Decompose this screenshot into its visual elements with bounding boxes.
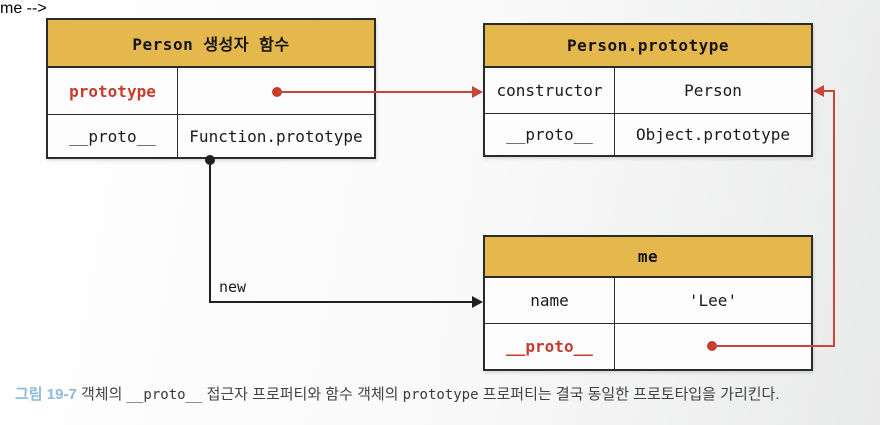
caption-text: 객체의 bbox=[76, 386, 127, 403]
person-constructor-title: Person 생성자 함수 bbox=[48, 20, 374, 68]
pointer-line bbox=[277, 91, 474, 93]
figure-caption: 그림 19-7 객체의 __proto__ 접근자 프로퍼티와 함수 객체의 p… bbox=[15, 383, 875, 404]
constructor-key-cell: constructor bbox=[485, 68, 615, 113]
caption-text: 프로퍼티는 결국 동일한 프로토타입을 가리킨다. bbox=[478, 386, 780, 403]
name-value-cell: 'Lee' bbox=[615, 278, 811, 323]
pointer-line-vertical bbox=[833, 90, 835, 347]
arrowhead-icon bbox=[472, 86, 483, 98]
proto-value-cell: Function.prototype bbox=[178, 115, 374, 157]
person-constructor-table: Person 생성자 함수 prototype __proto__ Functi… bbox=[46, 18, 376, 159]
table-row: __proto__ Function.prototype bbox=[48, 114, 374, 157]
table-row: __proto__ Object.prototype bbox=[485, 113, 811, 155]
person-prototype-table: Person.prototype constructor Person __pr… bbox=[483, 23, 813, 157]
prototype-key-cell: prototype bbox=[48, 68, 178, 114]
table-row: name 'Lee' bbox=[485, 278, 811, 323]
proto-key-cell: __proto__ bbox=[485, 114, 615, 155]
proto-key-cell: __proto__ bbox=[48, 115, 178, 157]
new-operator-label: new bbox=[219, 278, 247, 296]
caption-code-proto: __proto__ bbox=[126, 387, 203, 403]
name-key-cell: name bbox=[485, 278, 615, 323]
figure-number: 그림 19-7 bbox=[15, 386, 77, 403]
caption-text: 접근자 프로퍼티와 함수 객체의 bbox=[202, 386, 403, 403]
me-title: me bbox=[485, 237, 811, 278]
person-prototype-title: Person.prototype bbox=[485, 25, 811, 68]
pointer-line-vertical bbox=[209, 160, 211, 303]
arrowhead-icon bbox=[813, 85, 824, 97]
arrowhead-icon bbox=[472, 296, 483, 308]
proto-key-cell: __proto__ bbox=[485, 324, 615, 369]
pointer-line-horizontal bbox=[209, 301, 473, 303]
constructor-value-cell: Person bbox=[615, 68, 811, 113]
me-instance-table: me name 'Lee' __proto__ bbox=[483, 235, 813, 371]
proto-value-cell: Object.prototype bbox=[615, 114, 811, 155]
pointer-line-horizontal bbox=[712, 345, 835, 347]
table-row: constructor Person bbox=[485, 68, 811, 113]
caption-code-prototype: prototype bbox=[402, 387, 479, 403]
pointer-line-top bbox=[824, 90, 835, 92]
